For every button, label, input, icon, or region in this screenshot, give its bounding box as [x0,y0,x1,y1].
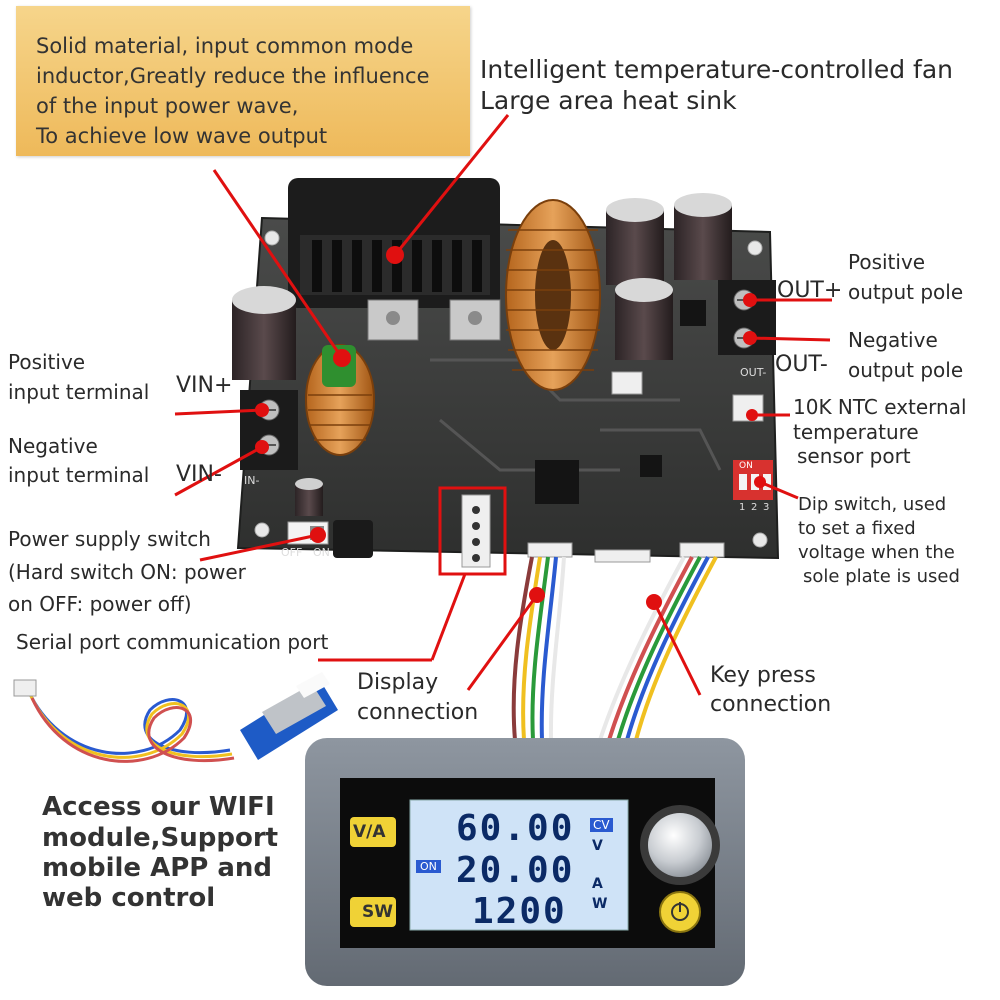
inductor-callout: Solid material, input common mode induct… [16,6,470,156]
power-switch-label: (Hard switch ON: power [8,560,246,584]
dip-num: 2 [751,502,758,513]
serial-port-label: Serial port communication port [16,630,329,654]
switch-off-mark: OFF [281,546,303,559]
negative-output-label: output pole [848,358,964,382]
unit-a: A [592,876,603,892]
power-readout: 1200 [472,891,567,932]
ntc-port-label: temperature [793,420,919,444]
unit-v: V [592,838,603,854]
wifi-label: module,Support [42,823,279,853]
ntc-port [732,394,764,422]
ntc-port-label: sensor port [797,444,911,468]
out-plus-label: OUT+ [777,278,843,303]
dip-switch [733,460,773,500]
unit-w: W [592,896,608,912]
out-minus-mark: OUT- [740,366,767,379]
positive-output-label: output pole [848,280,964,304]
out-minus-label: OUT- [775,352,828,377]
key-press-label: connection [710,692,832,717]
wifi-label: Access our WIFI [42,792,275,822]
fan-connector [611,371,643,395]
vin-plus-label: VIN+ [176,373,233,398]
negative-output-label: Negative [848,328,938,352]
voltage-readout: 60.00 [456,808,575,849]
dip-switch-label: to set a fixed [798,518,916,539]
dip-switch-label: sole plate is used [803,566,960,587]
positive-input-label: Positive [8,350,86,374]
display-connection-label: connection [357,700,479,725]
cv-badge: CV [590,818,613,832]
key-press-label: Key press [710,663,816,688]
callout-line: inductor,Greatly reduce the influence [36,64,430,88]
sw-button[interactable]: SW [362,902,393,922]
callout-line: To achieve low wave output [36,124,328,148]
dip-num: 1 [739,502,746,513]
wifi-module [13,672,338,763]
dip-on-mark: ON [739,461,753,471]
display-connection-label: Display [357,670,439,695]
dip-switch-label: Dip switch, used [798,494,947,515]
dip-num: 3 [763,502,770,513]
current-readout: 20.00 [456,850,575,891]
pointer-lines [174,114,832,696]
negative-input-label: Negative [8,434,98,458]
display-panel [305,738,745,986]
in-minus-mark: IN- [244,474,260,487]
fan-label-line2: Large area heat sink [480,86,737,115]
va-button[interactable]: V/A [353,822,386,842]
serial-port-connector [461,494,491,568]
toroid-inductor [505,199,601,391]
wifi-label: web control [42,883,216,913]
fan-label-line1: Intelligent temperature-controlled fan [480,55,954,84]
on-badge: ON [416,860,441,873]
chips [333,300,706,558]
ribbon-connectors [527,542,725,563]
negative-input-label: input terminal [8,463,150,487]
positive-output-label: Positive [848,250,926,274]
power-switch-label: Power supply switch [8,527,211,551]
positive-input-label: input terminal [8,380,150,404]
input-terminals [240,390,298,470]
wifi-label: mobile APP and [42,853,273,883]
power-switch-label: on OFF: power off) [8,592,192,616]
capacitors [232,193,732,516]
heatsink-fan [288,178,501,341]
dip-switch-label: voltage when the [798,542,955,563]
callout-line: Solid material, input common mode [36,34,414,58]
ntc-port-label: 10K NTC external [793,395,967,419]
callout-line: of the input power wave, [36,94,299,118]
switch-on-mark: ON [313,546,330,559]
keypad-ribbon-cable [598,556,718,741]
vin-minus-label: VIN- [176,462,222,487]
display-ribbon-cable [511,556,566,741]
